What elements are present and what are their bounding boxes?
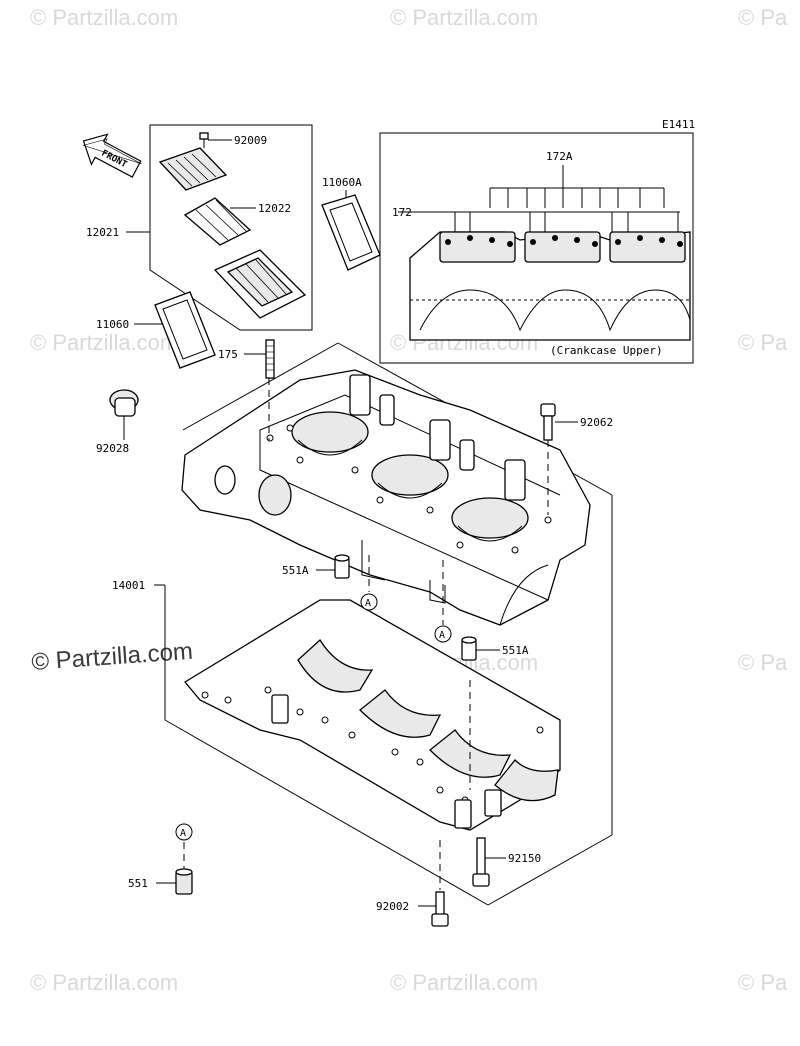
callout-92002: 92002 <box>376 900 409 913</box>
svg-text:A: A <box>365 598 371 609</box>
watermark: © Pa <box>738 5 788 30</box>
callouts: 92009 12022 12021 11060A 11060 172A 172 … <box>86 134 613 913</box>
callout-11060a: 11060A <box>322 176 362 189</box>
svg-text:A: A <box>180 828 186 839</box>
callout-551a-left: 551A <box>282 564 309 577</box>
svg-text:A: A <box>439 630 445 641</box>
part-551-dowel <box>156 842 193 895</box>
part-92028-plug <box>109 389 139 440</box>
callout-92150: 92150 <box>508 852 541 865</box>
watermark: © Partzilla.com <box>30 5 178 30</box>
callout-12021: 12021 <box>86 226 119 239</box>
callout-172a: 172A <box>546 150 573 163</box>
watermark-main: © Partzilla.com <box>31 638 194 676</box>
part-551a-right <box>461 636 500 661</box>
upper-crankcase <box>181 369 591 626</box>
diagram-code: E1411 <box>662 118 695 131</box>
ref-marker-a-bottom: A <box>175 823 193 841</box>
watermark: © Pa <box>738 330 788 355</box>
part-92062-bolt <box>540 403 578 441</box>
gasket-11060 <box>134 291 216 369</box>
callout-92062: 92062 <box>580 416 613 429</box>
callout-11060: 11060 <box>96 318 129 331</box>
callout-551a-right: 551A <box>502 644 529 657</box>
watermark: © Partzilla.com <box>30 970 178 995</box>
inset-label: (Crankcase Upper) <box>550 344 663 357</box>
watermark: © Partzilla.com <box>30 330 178 355</box>
watermark: © Pa <box>738 650 788 675</box>
callout-12022: 12022 <box>258 202 291 215</box>
callout-172: 172 <box>392 206 412 219</box>
part-92150-bolt <box>472 837 506 887</box>
ref-marker-a-right: A <box>434 625 452 643</box>
ref-marker-a-left: A <box>360 593 378 611</box>
part-92002-bolt <box>418 891 449 927</box>
callout-14001: 14001 <box>112 579 145 592</box>
watermark: © Pa <box>738 970 788 995</box>
front-arrow: FRONT <box>82 133 142 178</box>
lower-crankcase <box>184 599 561 831</box>
reed-valve-group <box>126 124 313 331</box>
crankcase-frame <box>164 342 613 906</box>
part-175-stud <box>244 339 275 379</box>
callout-92028: 92028 <box>96 442 129 455</box>
part-551a-left <box>316 554 350 579</box>
gasket-11060a <box>321 190 381 271</box>
watermarks: © Partzilla.com © Partzilla.com © Pa © P… <box>30 5 788 995</box>
inset-crankcase-upper: (Crankcase Upper) <box>379 132 694 364</box>
callout-92009: 92009 <box>234 134 267 147</box>
callout-551: 551 <box>128 877 148 890</box>
callout-175: 175 <box>218 348 238 361</box>
watermark: © Partzilla.com <box>390 970 538 995</box>
watermark: © Partzilla.com <box>390 5 538 30</box>
